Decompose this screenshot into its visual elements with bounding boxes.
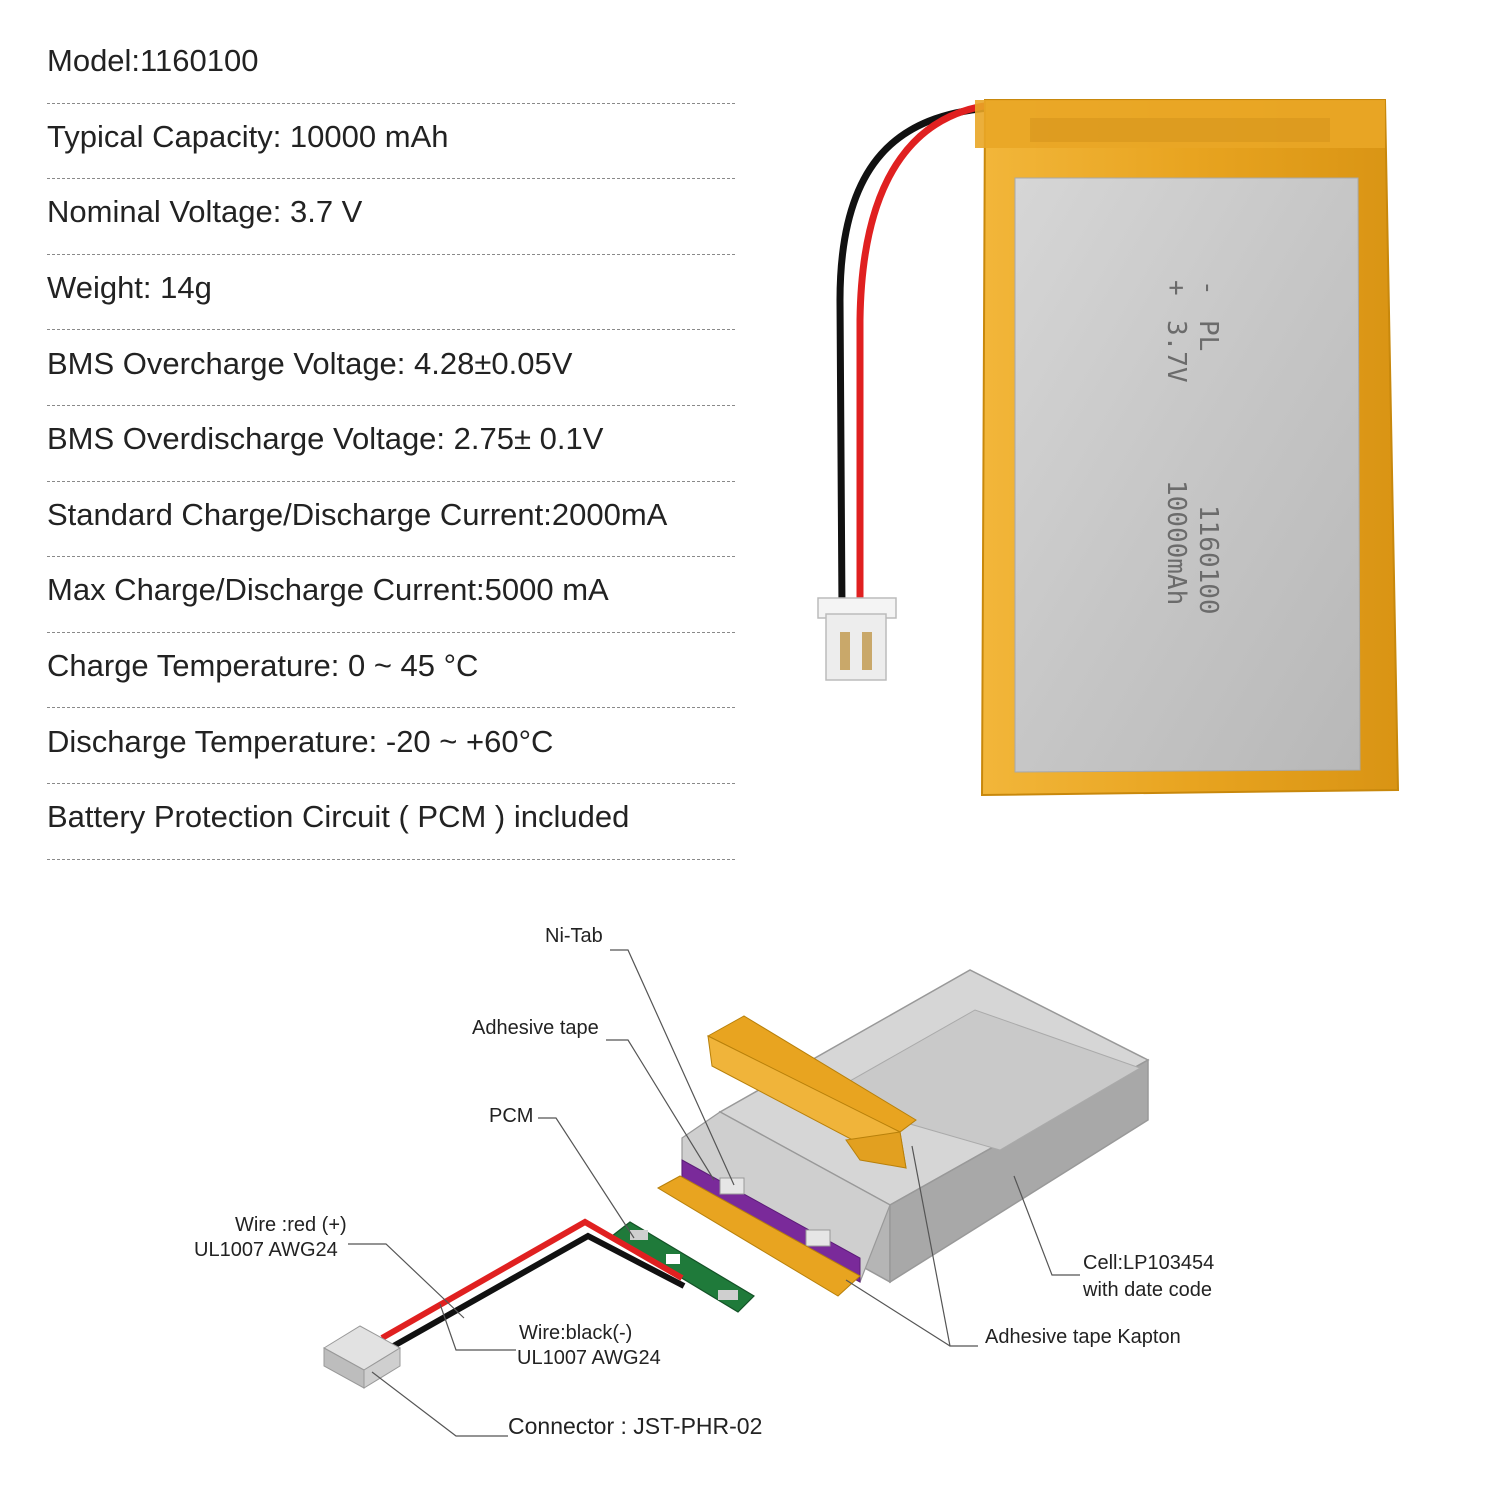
- spec-standard-current: Standard Charge/Discharge Current:2000mA: [47, 482, 735, 558]
- spec-charge-temp: Charge Temperature: 0 ~ 45 °C: [47, 633, 735, 709]
- label-pcm: PCM: [489, 1105, 533, 1127]
- label-wire-red-spec: UL1007 AWG24: [194, 1239, 338, 1261]
- label-wire-black-spec: UL1007 AWG24: [517, 1347, 661, 1369]
- battery-photo: - PL 1160100 + 3.7V 10000mAh: [817, 99, 1400, 797]
- battery-print: - PL 1160100 + 3.7V 10000mAh: [1161, 280, 1223, 615]
- leader-cell: [1013, 1175, 1080, 1276]
- leader-wire-black: [439, 1303, 516, 1351]
- label-cell-date: with date code: [1082, 1279, 1212, 1301]
- spec-list: Model:1160100 Typical Capacity: 10000 mA…: [47, 28, 735, 860]
- connector-photo: [817, 597, 897, 681]
- label-adhesive-tape: Adhesive tape: [472, 1017, 599, 1039]
- print-capacity: 10000mAh: [1161, 480, 1191, 605]
- diagram-connector: [323, 1325, 401, 1389]
- label-cell: Cell:LP103454: [1083, 1252, 1214, 1274]
- battery-cell-photo: [975, 99, 1400, 797]
- kapton-tape: [706, 1015, 917, 1169]
- pcm-board: [610, 1221, 755, 1313]
- leader-ni-tab: [610, 949, 735, 1186]
- print-plus: +: [1161, 280, 1191, 296]
- print-brand: PL: [1193, 320, 1223, 351]
- leader-pcm: [538, 1117, 635, 1239]
- print-minus: -: [1193, 280, 1223, 296]
- label-ni-tab: Ni-Tab: [545, 925, 603, 947]
- leader-kapton-2: [845, 1279, 951, 1347]
- print-voltage: 3.7V: [1161, 320, 1191, 383]
- leader-wire-red: [348, 1243, 465, 1319]
- leader-adhesive-tape: [606, 1039, 715, 1181]
- spec-max-current: Max Charge/Discharge Current:5000 mA: [47, 557, 735, 633]
- label-connector: Connector : JST-PHR-02: [508, 1413, 762, 1439]
- spec-voltage: Nominal Voltage: 3.7 V: [47, 179, 735, 255]
- spec-capacity: Typical Capacity: 10000 mAh: [47, 104, 735, 180]
- label-wire-red: Wire :red (+): [235, 1214, 347, 1236]
- adhesive-tape-strip: [656, 1175, 861, 1297]
- spec-discharge-temp: Discharge Temperature: -20 ~ +60°C: [47, 708, 735, 784]
- spec-overdischarge: BMS Overdischarge Voltage: 2.75± 0.1V: [47, 406, 735, 482]
- wire-red: [856, 100, 1001, 610]
- spec-model: Model:1160100: [47, 28, 735, 104]
- spec-pcm: Battery Protection Circuit ( PCM ) inclu…: [47, 784, 735, 860]
- spec-weight: Weight: 14g: [47, 255, 735, 331]
- label-wire-black: Wire:black(-): [519, 1322, 632, 1344]
- spec-overcharge: BMS Overcharge Voltage: 4.28±0.05V: [47, 330, 735, 406]
- print-model: 1160100: [1193, 505, 1223, 615]
- label-kapton: Adhesive tape Kapton: [985, 1326, 1181, 1348]
- diagram-wire-red: [380, 1218, 684, 1341]
- leader-connector: [371, 1371, 508, 1437]
